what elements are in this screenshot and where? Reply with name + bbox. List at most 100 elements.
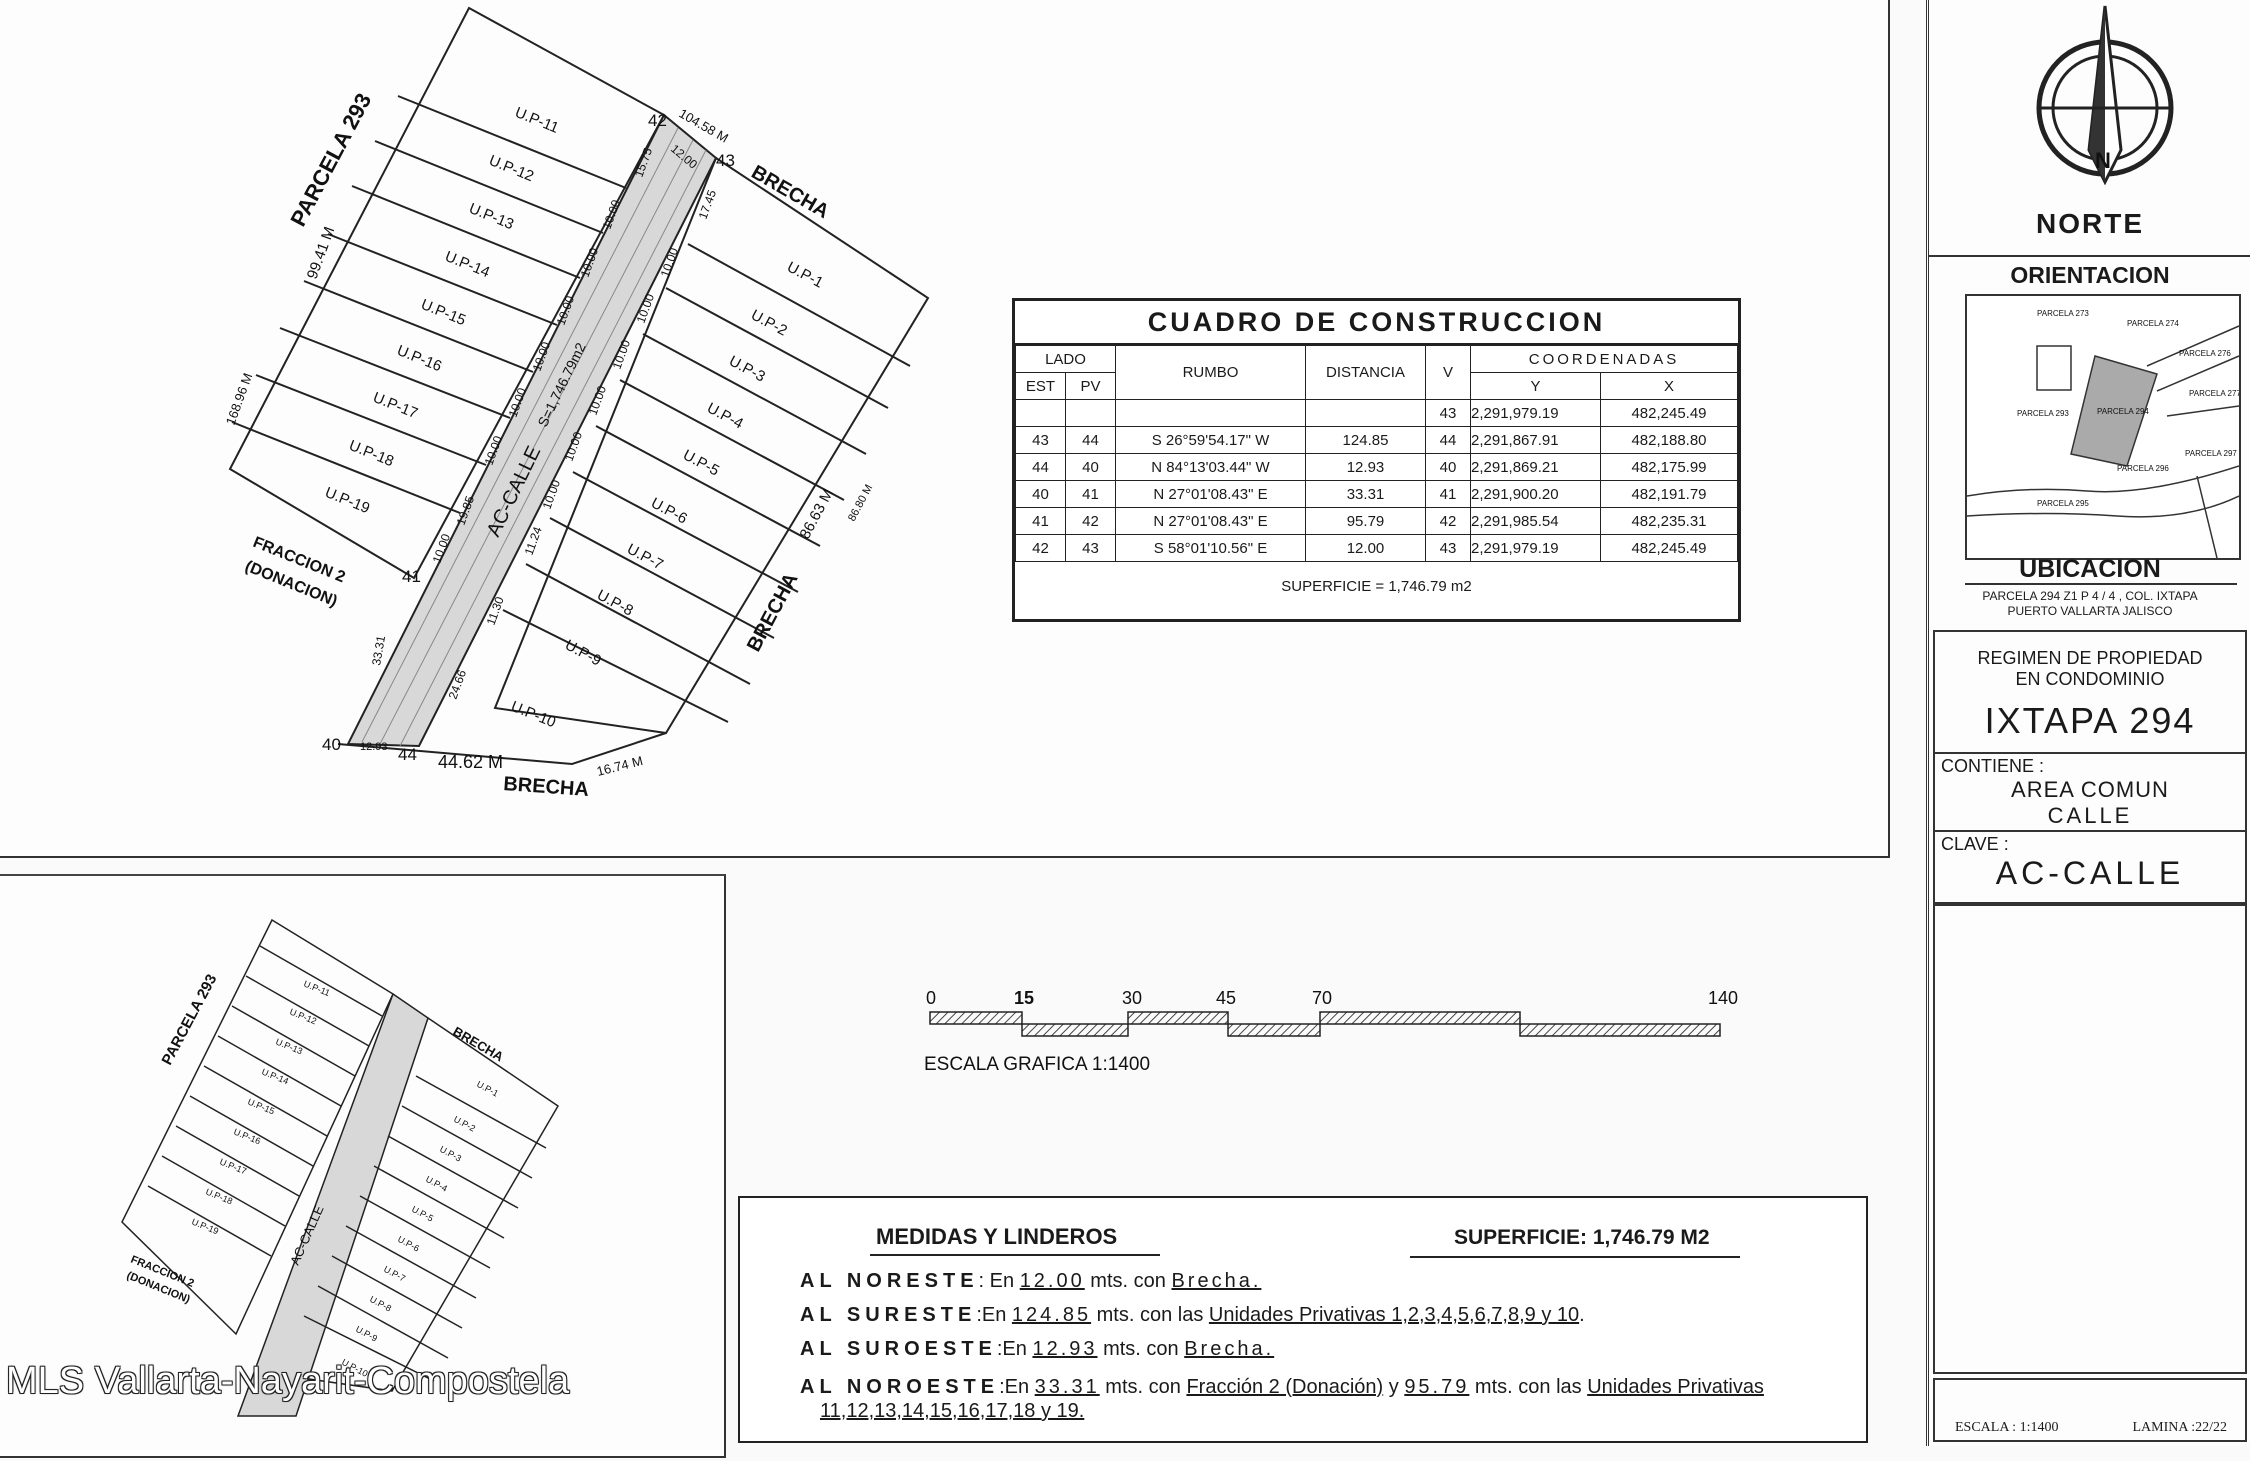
svg-text:N: N	[2095, 148, 2111, 173]
noroeste-t3: y	[1383, 1376, 1405, 1398]
medidas-title: MEDIDAS Y LINDEROS	[876, 1224, 1118, 1249]
cell-y: 2,291,867.91	[1470, 426, 1601, 454]
mini-parcela-label: PARCELA 293	[159, 972, 221, 1068]
unit-up-1: U.P-1	[784, 259, 826, 292]
mini-unit-up-4: U.P-4	[424, 1174, 449, 1194]
sureste-t3: .	[1579, 1304, 1585, 1326]
parcela-293-label: PARCELA 293	[285, 89, 376, 230]
footer-box: ESCALA : 1:1400 LAMINA :22/22	[1933, 1378, 2247, 1442]
mini-unit-up-14: U.P-14	[260, 1067, 290, 1087]
dim-3331: 33.31	[369, 634, 388, 666]
dim-1293: 12.93	[360, 741, 388, 753]
cell-x: 482,245.49	[1600, 399, 1738, 427]
noreste-value: 12.00	[1019, 1270, 1085, 1292]
cell-x: 482,188.80	[1600, 426, 1738, 454]
vertex-43: 43	[716, 151, 735, 170]
cell-rumbo: N 27°01'08.43" E	[1115, 480, 1306, 508]
header-lado: LADO	[1015, 345, 1116, 373]
header-v: V	[1425, 345, 1471, 400]
scale-tick-45: 45	[1216, 988, 1236, 1008]
table-row: 44 40 N 84°13'03.44" W 12.93 40 2,291,86…	[1015, 453, 1738, 481]
cell-v: 43	[1425, 399, 1471, 427]
suroeste-con: Brecha.	[1184, 1338, 1275, 1360]
bottom-boundary	[337, 732, 667, 766]
cell-pv: 43	[1065, 534, 1116, 562]
main-plan-drawing: PARCELA 293 BRECHA BRECHA BRECHA FRACCIO…	[223, 6, 930, 801]
lindero-suroeste: AL SUROESTE:En 12.93 mts. con Brecha.	[800, 1338, 1274, 1361]
regimen-line-2: EN CONDOMINIO	[2015, 669, 2165, 689]
noreste-t2: mts. con	[1084, 1270, 1172, 1292]
vertex-42: 42	[648, 111, 667, 130]
noroeste-t2: mts. con	[1099, 1376, 1187, 1398]
mini-unit-up-11: U.P-11	[302, 979, 331, 999]
mini-unit-up-9: U.P-9	[354, 1324, 379, 1344]
unit-up-18: U.P-18	[347, 437, 397, 470]
dim-left-outer: 99.41 M	[304, 225, 339, 282]
cuadro-table: LADO RUMBO DISTANCIA V COORDENADAS EST P…	[1015, 345, 1738, 562]
header-distancia: DISTANCIA	[1305, 345, 1426, 400]
cell-distancia: 12.93	[1305, 453, 1426, 481]
vertex-41: 41	[402, 567, 421, 586]
mini-unit-up-1: U.P-1	[475, 1079, 500, 1099]
cell-y: 2,291,869.21	[1470, 453, 1601, 481]
sureste-t1: :En	[976, 1304, 1012, 1326]
unit-up-9: U.P-9	[562, 637, 604, 670]
ubicacion-address-2: PUERTO VALLARTA JALISCO	[2007, 604, 2173, 618]
title-block: N NORTE ORIENTACION PARCELA 273 PARCELA …	[1926, 0, 2250, 1446]
noroeste-t1: :En	[999, 1376, 1035, 1398]
table-row: 40 41 N 27°01'08.43" E 33.31 41 2,291,90…	[1015, 480, 1738, 508]
unit-up-11: U.P-11	[513, 104, 562, 137]
lindero-sureste: AL SURESTE:En 124.85 mts. con las Unidad…	[800, 1304, 1585, 1327]
map-label-294: PARCELA 294	[2097, 407, 2149, 416]
map-label-274: PARCELA 274	[2127, 319, 2179, 328]
scale-tick-15: 15	[1014, 988, 1034, 1008]
mini-unit-up-17: U.P-17	[218, 1157, 248, 1177]
mini-unit-up-3: U.P-3	[438, 1144, 463, 1164]
unit-up-14: U.P-14	[443, 248, 493, 281]
lindero-noreste: AL NORESTE: En 12.00 mts. con Brecha.	[800, 1270, 1261, 1293]
clave-box: CLAVE : AC-CALLE	[1933, 830, 2247, 904]
header-coordenadas: COORDENADAS	[1470, 345, 1738, 373]
lot-line	[397, 95, 627, 189]
cuadro-de-construccion: CUADRO DE CONSTRUCCION LADO RUMBO DISTAN…	[1012, 298, 1741, 622]
cell-pv: 44	[1065, 426, 1116, 454]
vertex-40: 40	[322, 735, 341, 754]
regimen-line-1: REGIMEN DE PROPIEDAD	[1977, 648, 2203, 668]
unit-up-15: U.P-15	[419, 296, 469, 329]
blank-box	[1933, 904, 2247, 1374]
cell-x: 482,191.79	[1600, 480, 1738, 508]
noroeste-head: AL NOROESTE	[800, 1376, 1000, 1398]
sureste-con: Unidades Privativas 1,2,3,4,5,6,7,8,9 y …	[1208, 1304, 1580, 1326]
table-row: 43 44 S 26°59'54.17" W 124.85 44 2,291,8…	[1015, 426, 1738, 454]
scale-tick-140: 140	[1708, 988, 1738, 1008]
watermark: MLS Vallarta-Nayarit-Compostela	[6, 1360, 570, 1402]
orientacion-label: ORIENTACION	[2010, 262, 2170, 288]
cell-rumbo: S 26°59'54.17" W	[1115, 426, 1306, 454]
table-row: 42 43 S 58°01'10.56" E 12.00 43 2,291,97…	[1015, 534, 1738, 562]
unit-up-13: U.P-13	[467, 200, 517, 233]
header-rumbo: RUMBO	[1115, 345, 1306, 400]
cuadro-title: CUADRO DE CONSTRUCCION	[1015, 301, 1738, 345]
dim-left-total: 168.96 M	[223, 371, 256, 427]
sureste-t2: mts. con las	[1091, 1304, 1209, 1326]
vertex-44: 44	[398, 745, 417, 764]
mini-unit-up-15: U.P-15	[246, 1097, 276, 1117]
cell-y: 2,291,979.19	[1470, 534, 1601, 562]
noroeste-con: Fracción 2 (Donación)	[1186, 1376, 1384, 1398]
contiene-line-1: AREA COMUN	[2011, 777, 2169, 802]
contiene-label: CONTIENE :	[1941, 756, 2045, 776]
map-label-277: PARCELA 277	[2189, 389, 2239, 398]
brecha-label-top: BRECHA	[748, 161, 833, 223]
suroeste-t1: :En	[996, 1338, 1033, 1360]
mini-unit-up-18: U.P-18	[204, 1187, 234, 1207]
cell-x: 482,175.99	[1600, 453, 1738, 481]
noroeste-con2: Unidades Privativas	[1587, 1376, 1764, 1398]
cell-x: 482,235.31	[1600, 507, 1738, 535]
suroeste-t2: mts. con	[1097, 1338, 1185, 1360]
north-label: NORTE	[2036, 208, 2144, 239]
cell-distancia: 124.85	[1305, 426, 1426, 454]
mini-unit-up-13: U.P-13	[274, 1037, 304, 1057]
mini-unit-up-16: U.P-16	[232, 1127, 262, 1147]
map-label-276: PARCELA 276	[2179, 349, 2231, 358]
cell-v: 42	[1425, 507, 1471, 535]
